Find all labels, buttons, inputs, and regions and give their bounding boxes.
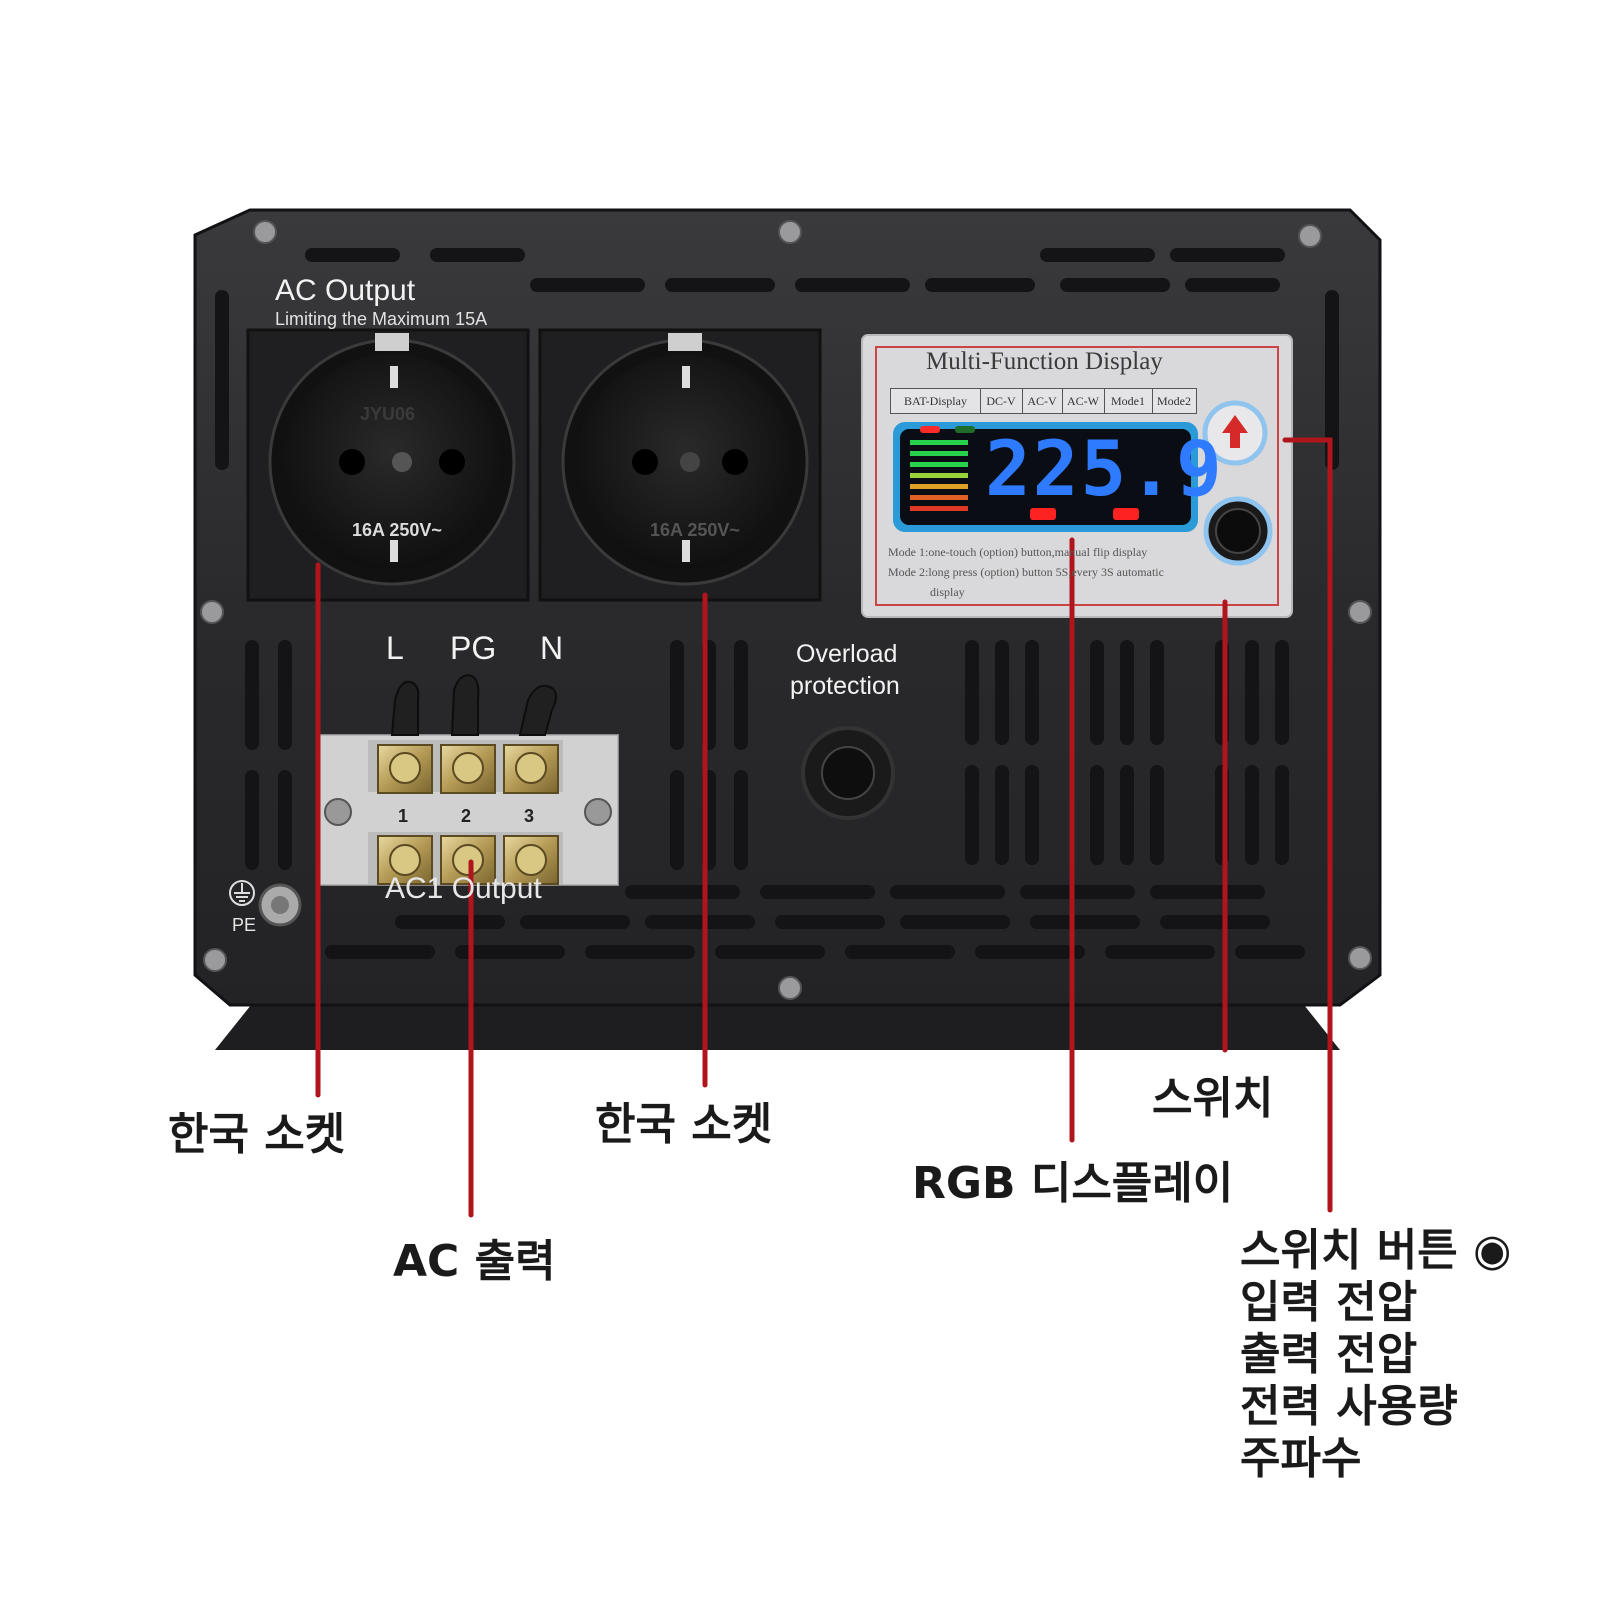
- tab-ac-w: AC-W: [1062, 389, 1105, 413]
- terminal-label-n: N: [540, 630, 564, 666]
- display-note-mode2: Mode 2:long press (option) button 5S,eve…: [888, 565, 1164, 579]
- callout-output-voltage: 출력 전압: [1240, 1329, 1418, 1380]
- overload-protection-button[interactable]: [822, 747, 874, 799]
- tab-ac-v: AC-V: [1022, 389, 1063, 413]
- socket-rating-label: 16A 250V~: [352, 520, 442, 540]
- socket-brand-label: JYU06: [360, 404, 416, 424]
- terminal-label-l: L: [386, 630, 404, 666]
- callout-rgb-display: RGB 디스플레이: [912, 1158, 1234, 1209]
- tab-bat-display: BAT-Display: [891, 389, 981, 413]
- callout-socket-right: 한국 소켓: [595, 1099, 773, 1150]
- display-title: Multi-Function Display: [926, 348, 1163, 375]
- callout-switch: 스위치: [1152, 1073, 1274, 1124]
- callout-power-usage: 전력 사용량: [1240, 1381, 1458, 1432]
- ac-output-title: AC Output: [275, 274, 416, 307]
- terminal-label-pg: PG: [450, 630, 497, 666]
- overload-protection-label-line2: protection: [790, 672, 900, 700]
- callout-frequency: 주파수: [1240, 1433, 1362, 1484]
- socket-rating-label-right: 16A 250V~: [650, 520, 740, 540]
- power-switch-button[interactable]: [1206, 499, 1270, 563]
- callout-switch-button-list: 스위치 버튼 ◉ 입력 전압 출력 전압 전력 사용량 주파수: [1240, 1225, 1580, 1485]
- tab-mode2: Mode2: [1157, 393, 1191, 408]
- ground-label: PE: [232, 915, 257, 935]
- display-note-mode2-cont: display: [930, 585, 965, 599]
- mode-select-button[interactable]: [1205, 403, 1265, 463]
- lcd-reading: 225.9: [985, 424, 1224, 513]
- tab-dc-v: DC-V: [980, 389, 1023, 413]
- terminal-caption: AC1 Output: [385, 872, 542, 905]
- terminal-number-2: 2: [461, 806, 472, 826]
- callout-input-voltage: 입력 전압: [1240, 1277, 1418, 1328]
- display-tab-row: BAT-Display DC-V AC-V AC-W Mode1 Mode2: [890, 388, 1197, 414]
- callout-socket-left: 한국 소켓: [168, 1109, 346, 1160]
- tab-mode1: Mode1: [1104, 389, 1153, 413]
- terminal-number-1: 1: [398, 806, 409, 826]
- callout-switch-button-line: 스위치 버튼 ◉: [1240, 1225, 1512, 1276]
- ac-output-subtitle: Limiting the Maximum 15A: [275, 309, 488, 329]
- terminal-number-3: 3: [524, 806, 535, 826]
- callout-ac-output: AC 출력: [393, 1236, 556, 1287]
- overload-protection-label-line1: Overload: [796, 640, 898, 668]
- display-note-mode1: Mode 1:one-touch (option) button,manual …: [888, 545, 1148, 559]
